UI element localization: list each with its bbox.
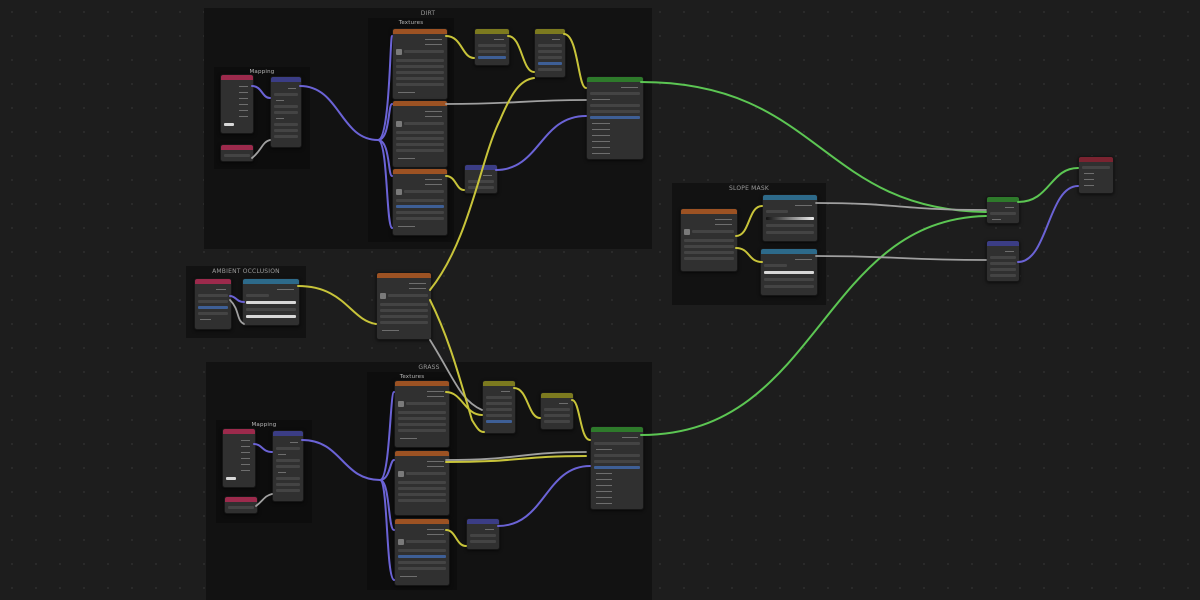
node-mix-color-1-top[interactable] bbox=[474, 28, 510, 66]
frame-top-mapping-label: Mapping bbox=[249, 69, 275, 75]
link-ao-shader bbox=[297, 285, 377, 325]
node-header bbox=[681, 209, 737, 214]
node-value-bottom[interactable] bbox=[224, 496, 258, 514]
node-header bbox=[987, 197, 1019, 202]
node-header bbox=[591, 427, 643, 432]
node-header bbox=[395, 381, 449, 386]
node-header bbox=[393, 101, 447, 106]
node-material-output[interactable] bbox=[1078, 156, 1114, 194]
node-image-texture-normal-bottom[interactable] bbox=[394, 518, 450, 586]
node-image-texture-albedo-top[interactable] bbox=[392, 28, 448, 100]
link-displace-to-output bbox=[1017, 185, 1079, 263]
node-image-texture-albedo-bottom[interactable] bbox=[394, 380, 450, 448]
node-mix-color-2-bottom[interactable] bbox=[540, 392, 574, 430]
node-header bbox=[987, 241, 1019, 246]
node-header bbox=[1079, 157, 1113, 162]
frame-bottom-textures-label: Textures bbox=[399, 374, 425, 380]
link-slope-fac-top bbox=[815, 202, 987, 211]
node-mix-color-2-top[interactable] bbox=[534, 28, 566, 78]
frame-top-material-label: DIRT bbox=[420, 10, 436, 17]
link-slope-fac-bottom bbox=[815, 255, 987, 261]
node-header bbox=[243, 279, 299, 284]
node-image-texture-normal-top[interactable] bbox=[392, 168, 448, 236]
node-mapping-bottom[interactable] bbox=[272, 430, 304, 502]
node-header bbox=[393, 169, 447, 174]
node-image-texture-ao[interactable] bbox=[376, 272, 432, 340]
node-ao-color-ramp[interactable] bbox=[242, 278, 300, 326]
frame-bottom-material-label: GRASS bbox=[418, 364, 440, 371]
node-header bbox=[395, 451, 449, 456]
node-image-texture-roughness-bottom[interactable] bbox=[394, 450, 450, 516]
node-header bbox=[377, 273, 431, 278]
node-header bbox=[761, 249, 817, 254]
node-image-texture-roughness-top[interactable] bbox=[392, 100, 448, 168]
node-displacement-mix[interactable] bbox=[986, 240, 1020, 282]
frame-bottom-mapping-label: Mapping bbox=[251, 422, 277, 428]
node-ao-input[interactable] bbox=[194, 278, 232, 330]
node-principled-bsdf-top[interactable] bbox=[586, 76, 644, 160]
node-value-top[interactable] bbox=[220, 144, 254, 162]
node-header bbox=[541, 393, 573, 398]
node-header bbox=[465, 165, 497, 170]
node-header bbox=[195, 279, 231, 284]
node-mix-shader[interactable] bbox=[986, 196, 1020, 224]
node-header bbox=[763, 195, 817, 200]
node-header bbox=[467, 519, 499, 524]
node-header bbox=[221, 75, 253, 80]
node-normal-map-bottom[interactable] bbox=[466, 518, 500, 550]
node-header bbox=[475, 29, 509, 34]
node-normal-map-top[interactable] bbox=[464, 164, 498, 194]
node-header bbox=[483, 381, 515, 386]
node-texture-coordinate-bottom[interactable] bbox=[222, 428, 256, 488]
node-mapping-top[interactable] bbox=[270, 76, 302, 148]
node-image-texture-slope[interactable] bbox=[680, 208, 738, 272]
node-mix-color-1-bottom[interactable] bbox=[482, 380, 516, 434]
node-slope-color-ramp-2[interactable] bbox=[760, 248, 818, 296]
node-texture-coordinate-top[interactable] bbox=[220, 74, 254, 134]
node-header bbox=[223, 429, 255, 434]
node-header bbox=[535, 29, 565, 34]
node-header bbox=[393, 29, 447, 34]
link-mix-to-output bbox=[1017, 167, 1079, 203]
node-header bbox=[271, 77, 301, 82]
node-header bbox=[395, 519, 449, 524]
node-principled-bsdf-bottom[interactable] bbox=[590, 426, 644, 510]
node-header bbox=[221, 145, 253, 150]
frame-slope-mask-label: SLOPE MASK bbox=[728, 185, 769, 192]
frame-top-textures-label: Textures bbox=[398, 20, 424, 26]
node-slope-color-ramp-1[interactable] bbox=[762, 194, 818, 242]
node-header bbox=[225, 497, 257, 502]
node-header bbox=[587, 77, 643, 82]
frame-ambient-occlusion-label: AMBIENT OCCLUSION bbox=[212, 268, 280, 275]
node-header bbox=[273, 431, 303, 436]
